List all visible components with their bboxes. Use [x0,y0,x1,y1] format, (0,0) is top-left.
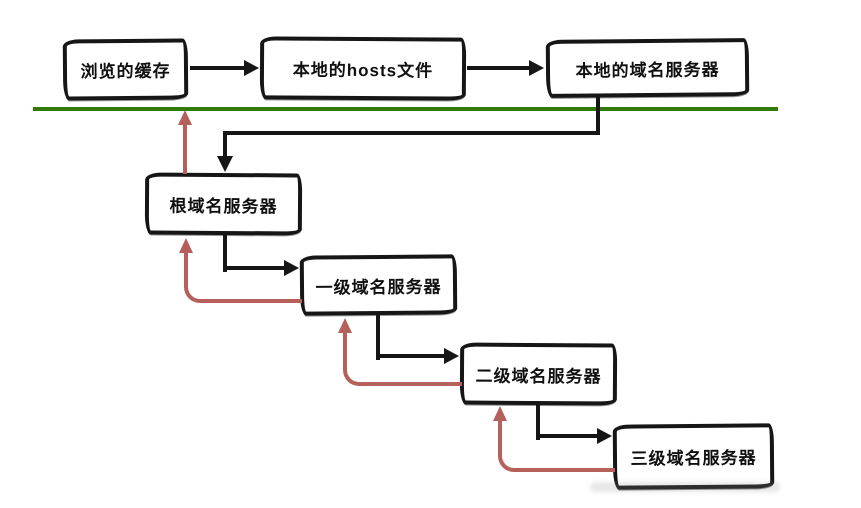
arrowhead-up-icon [493,406,507,421]
arrow-elbow [343,330,462,386]
arrow-segment [223,266,287,270]
arrowhead-right-icon [529,60,544,76]
node-second-level-dns-server: 二级域名服务器 [459,342,618,406]
arrowhead-right-icon [244,60,259,76]
arrowhead-up-icon [338,318,352,333]
arrow-segment [536,434,601,438]
sketch-shadow-smudge [590,482,780,492]
arrow-segment [223,131,227,159]
node-local-dns-server: 本地的域名服务器 [545,38,750,98]
arrowhead-up-icon [178,110,192,125]
arrow-segment [376,354,448,358]
arrow-elbow [498,418,615,472]
arrow-segment [223,234,227,272]
node-root-dns-server: 根域名服务器 [144,172,303,236]
node-browser-cache: 浏览的缓存 [62,38,189,101]
arrow-segment [536,403,540,440]
arrow-elbow [184,250,302,303]
arrowhead-up-icon [179,238,193,253]
network-boundary-line [33,107,778,111]
arrow-segment [376,313,380,360]
node-first-level-dns-server: 一级域名服务器 [299,254,458,316]
arrow-segment [223,131,600,135]
arrowhead-right-icon [444,348,459,364]
arrow-segment [190,66,248,70]
arrow-segment [183,122,187,174]
node-third-level-dns-server: 三级域名服务器 [612,423,775,490]
arrow-segment [596,97,600,135]
arrowhead-down-icon [217,156,233,172]
arrow-segment [467,66,533,70]
node-hosts-file: 本地的hosts文件 [259,36,467,101]
